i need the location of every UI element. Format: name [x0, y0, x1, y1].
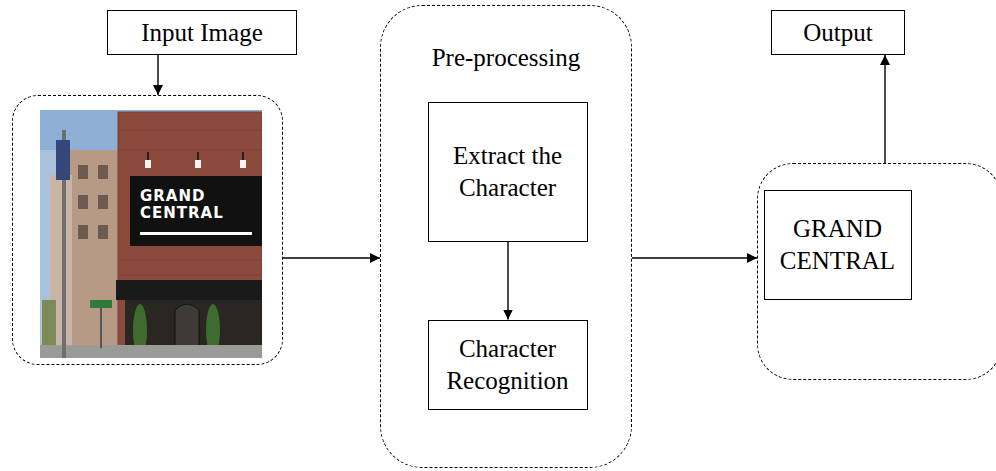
node-label: Output [803, 17, 872, 48]
node-label: Input Image [141, 17, 262, 48]
node-label: Character Recognition [429, 333, 587, 396]
group-heading: Pre-processing [432, 42, 581, 73]
image-region [12, 95, 283, 365]
result-box: GRAND CENTRAL [764, 190, 912, 300]
node-label: GRAND CENTRAL [765, 213, 911, 276]
result-region: GRAND CENTRAL [757, 163, 996, 380]
process-box: Extract the Character [428, 102, 588, 242]
flow-arrow [157, 55, 158, 95]
flow-arrow [632, 257, 757, 258]
flow-arrow [283, 257, 380, 258]
sign-text: GRAND CENTRAL [140, 188, 244, 223]
flow-arrow [507, 242, 508, 320]
preprocessing-group: Pre-processingExtract the CharacterChara… [380, 5, 632, 468]
flow-arrow [884, 55, 885, 163]
output-box: Output [771, 10, 905, 55]
input-box: Input Image [107, 10, 297, 55]
process-box: Character Recognition [428, 320, 588, 410]
node-label: Extract the Character [429, 140, 587, 203]
